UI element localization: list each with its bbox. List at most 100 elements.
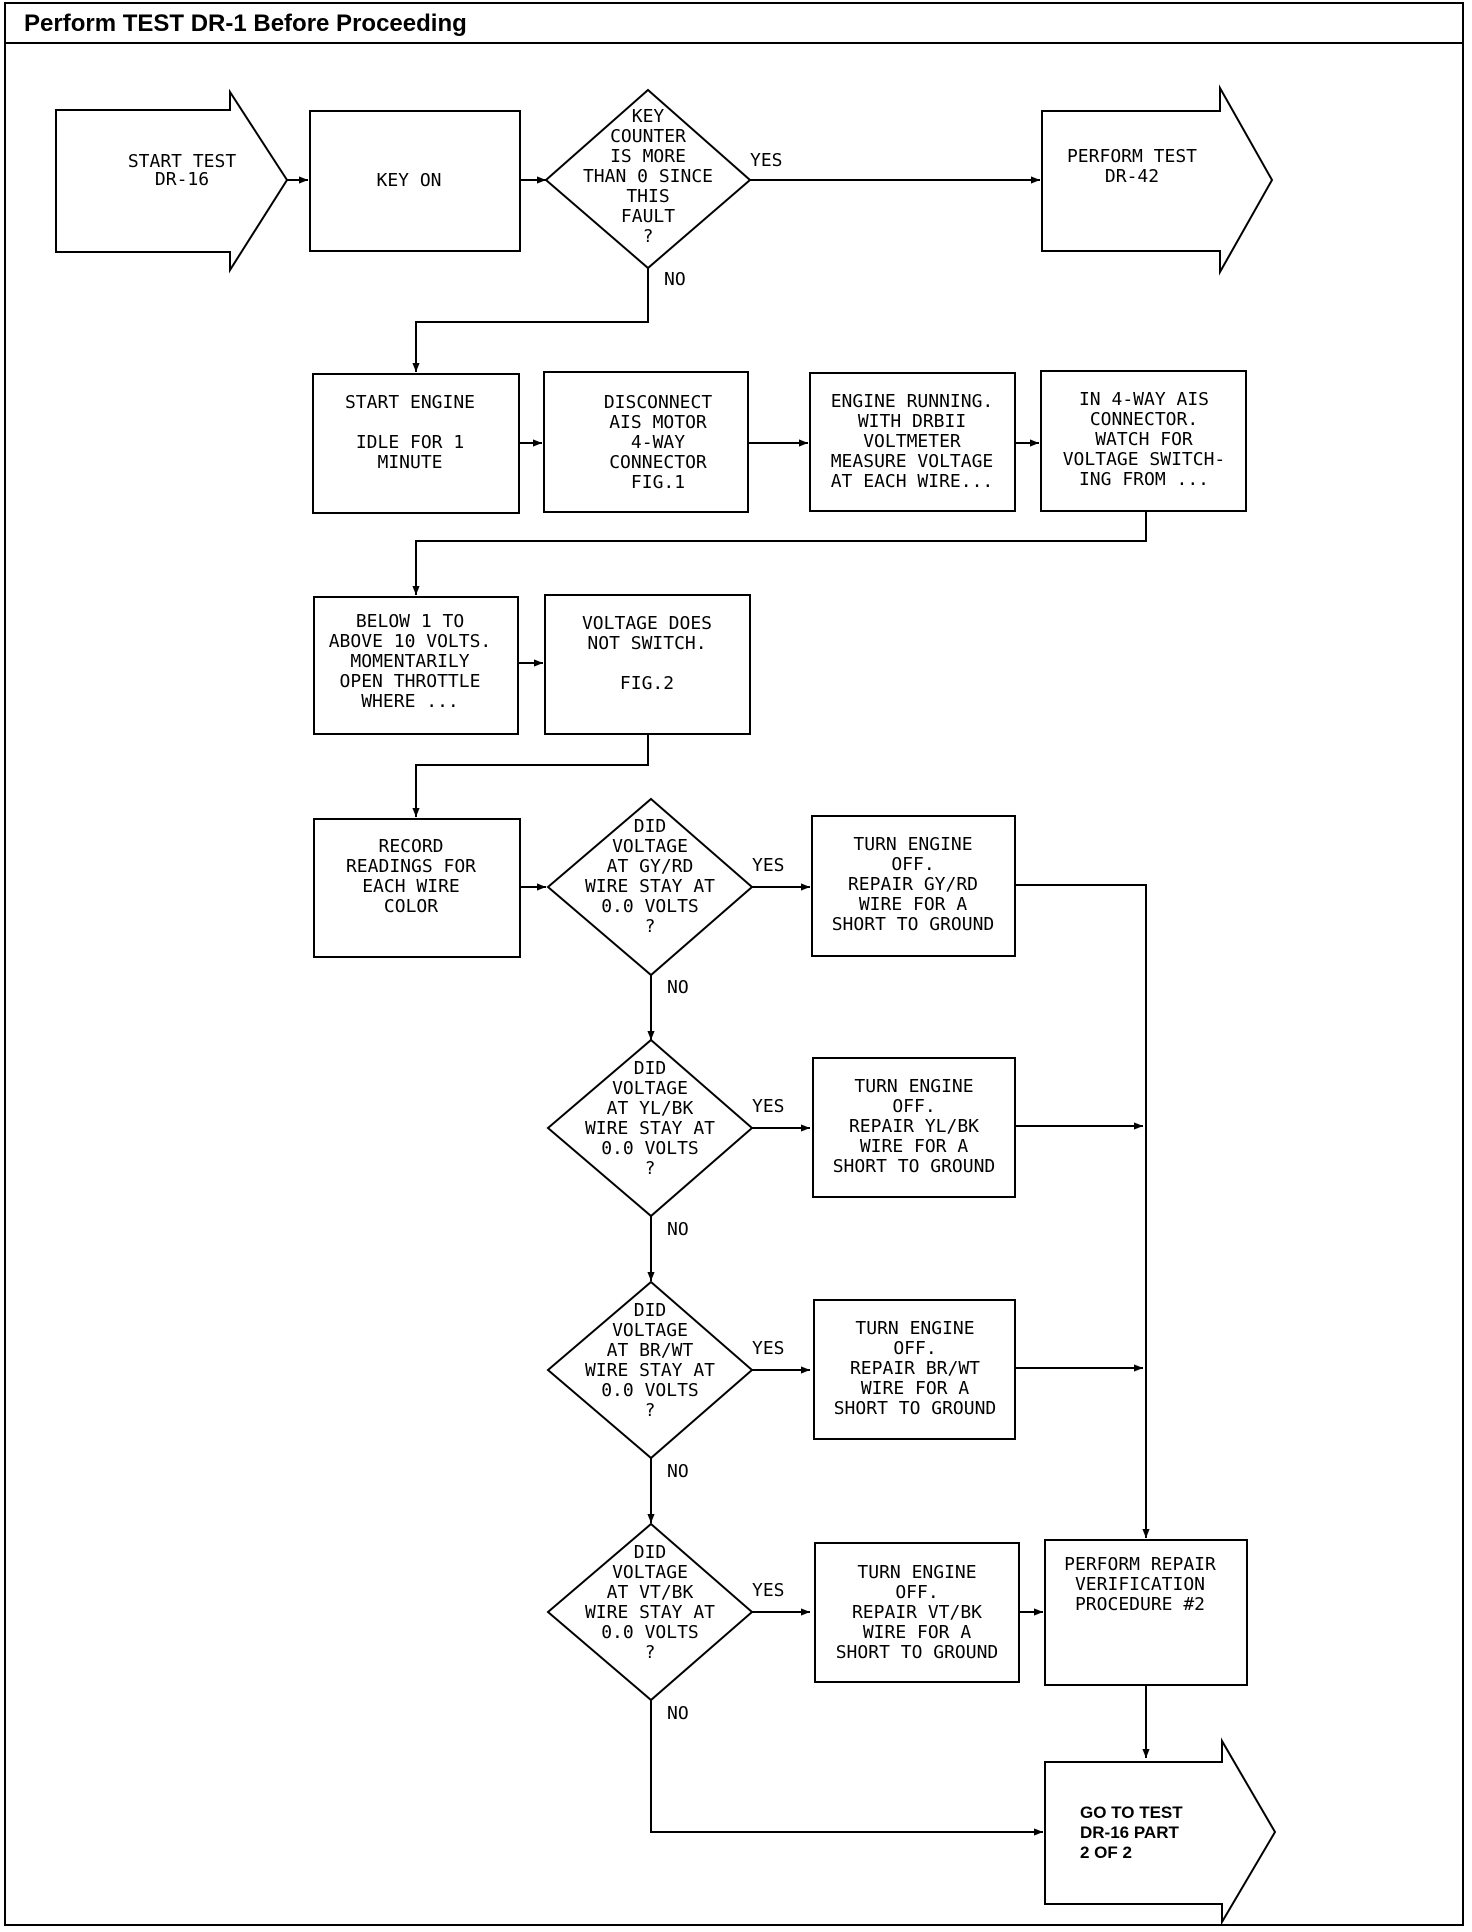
- goto-line-3: 2 OF 2: [1080, 1843, 1132, 1862]
- d5-line-6: ?: [645, 1642, 656, 1663]
- d2-line-5: 0.0 VOLTS: [601, 896, 699, 917]
- engrun-line-1: ENGINE RUNNING.: [831, 391, 994, 412]
- d4-line-3: AT BR/WT: [607, 1340, 694, 1361]
- dr42-line-1: PERFORM TEST: [1067, 146, 1197, 167]
- startEng-line-3: IDLE FOR 1: [356, 432, 464, 453]
- r3-line-1: TURN ENGINE: [854, 1076, 973, 1097]
- keyon-line-1: KEY ON: [376, 170, 441, 191]
- r4-line-4: WIRE FOR A: [861, 1378, 970, 1399]
- d3-line-3: AT YL/BK: [607, 1098, 694, 1119]
- d1-line-1: KEY: [632, 106, 665, 127]
- label-d4-no: NO: [667, 1461, 689, 1482]
- record-line-1: RECORD: [378, 836, 443, 857]
- d2-line-1: DID: [634, 816, 667, 837]
- r5-line-4: WIRE FOR A: [863, 1622, 972, 1643]
- engrun-line-5: AT EACH WIRE...: [831, 471, 994, 492]
- below-line-3: MOMENTARILY: [350, 651, 469, 672]
- notsw-line-2: NOT SWITCH.: [587, 633, 706, 654]
- d4-line-5: 0.0 VOLTS: [601, 1380, 699, 1401]
- d2-line-2: VOLTAGE: [612, 836, 688, 857]
- arrow-repair1-to-verify: [1015, 884, 1150, 1538]
- node-key-on: KEY ON: [309, 110, 521, 252]
- d5-line-4: WIRE STAY AT: [585, 1602, 715, 1623]
- in4way-line-4: VOLTAGE SWITCH-: [1063, 449, 1226, 470]
- disc-line-4: CONNECTOR: [609, 452, 707, 473]
- d4-line-4: WIRE STAY AT: [585, 1360, 715, 1381]
- label-d4-yes: YES: [752, 1338, 785, 1359]
- verify-line-3: PROCEDURE #2: [1075, 1594, 1205, 1615]
- goto-line-1: GO TO TEST: [1080, 1803, 1183, 1822]
- d5-line-2: VOLTAGE: [612, 1562, 688, 1583]
- r4-line-5: SHORT TO GROUND: [834, 1398, 997, 1419]
- d2-line-3: AT GY/RD: [607, 856, 694, 877]
- arrow-4way-to-below: [412, 512, 1147, 595]
- r2-line-5: SHORT TO GROUND: [832, 914, 995, 935]
- d4-line-1: DID: [634, 1300, 667, 1321]
- in4way-line-5: ING FROM ...: [1079, 469, 1209, 490]
- d2-line-4: WIRE STAY AT: [585, 876, 715, 897]
- in4way-line-1: IN 4-WAY AIS: [1079, 389, 1209, 410]
- d1-line-3: IS MORE: [610, 146, 686, 167]
- notsw-line-4: FIG.2: [620, 673, 674, 694]
- d4-line-6: ?: [645, 1400, 656, 1421]
- startEng-line-4: MINUTE: [377, 452, 442, 473]
- r5-line-2: OFF.: [895, 1582, 938, 1603]
- label-d3-yes: YES: [752, 1096, 785, 1117]
- r5-line-3: REPAIR VT/BK: [852, 1602, 982, 1623]
- r3-line-2: OFF.: [892, 1096, 935, 1117]
- d3-line-1: DID: [634, 1058, 667, 1079]
- record-line-2: READINGS FOR: [346, 856, 476, 877]
- startEng-line-1: START ENGINE: [345, 392, 475, 413]
- d3-line-4: WIRE STAY AT: [585, 1118, 715, 1139]
- d3-line-6: ?: [645, 1158, 656, 1179]
- r3-line-3: REPAIR YL/BK: [849, 1116, 979, 1137]
- r4-line-2: OFF.: [893, 1338, 936, 1359]
- r5-line-1: TURN ENGINE: [857, 1562, 976, 1583]
- in4way-line-2: CONNECTOR.: [1090, 409, 1198, 430]
- r2-line-2: OFF.: [891, 854, 934, 875]
- r2-line-4: WIRE FOR A: [859, 894, 968, 915]
- arrow-notswitch-to-record: [412, 733, 649, 817]
- d4-line-2: VOLTAGE: [612, 1320, 688, 1341]
- label-d3-no: NO: [667, 1219, 689, 1240]
- diagram-frame: Perform TEST DR-1 Before Proceeding: [4, 2, 1464, 1926]
- d1-line-7: ?: [643, 226, 654, 247]
- below-line-4: OPEN THROTTLE: [340, 671, 481, 692]
- d1-line-5: THIS: [626, 186, 669, 207]
- in4way-line-3: WATCH FOR: [1095, 429, 1193, 450]
- disc-line-2: AIS MOTOR: [609, 412, 707, 433]
- below-line-2: ABOVE 10 VOLTS.: [329, 631, 492, 652]
- d1-line-2: COUNTER: [610, 126, 686, 147]
- label-d5-no: NO: [667, 1703, 689, 1724]
- header-bar: Perform TEST DR-1 Before Proceeding: [6, 4, 1462, 44]
